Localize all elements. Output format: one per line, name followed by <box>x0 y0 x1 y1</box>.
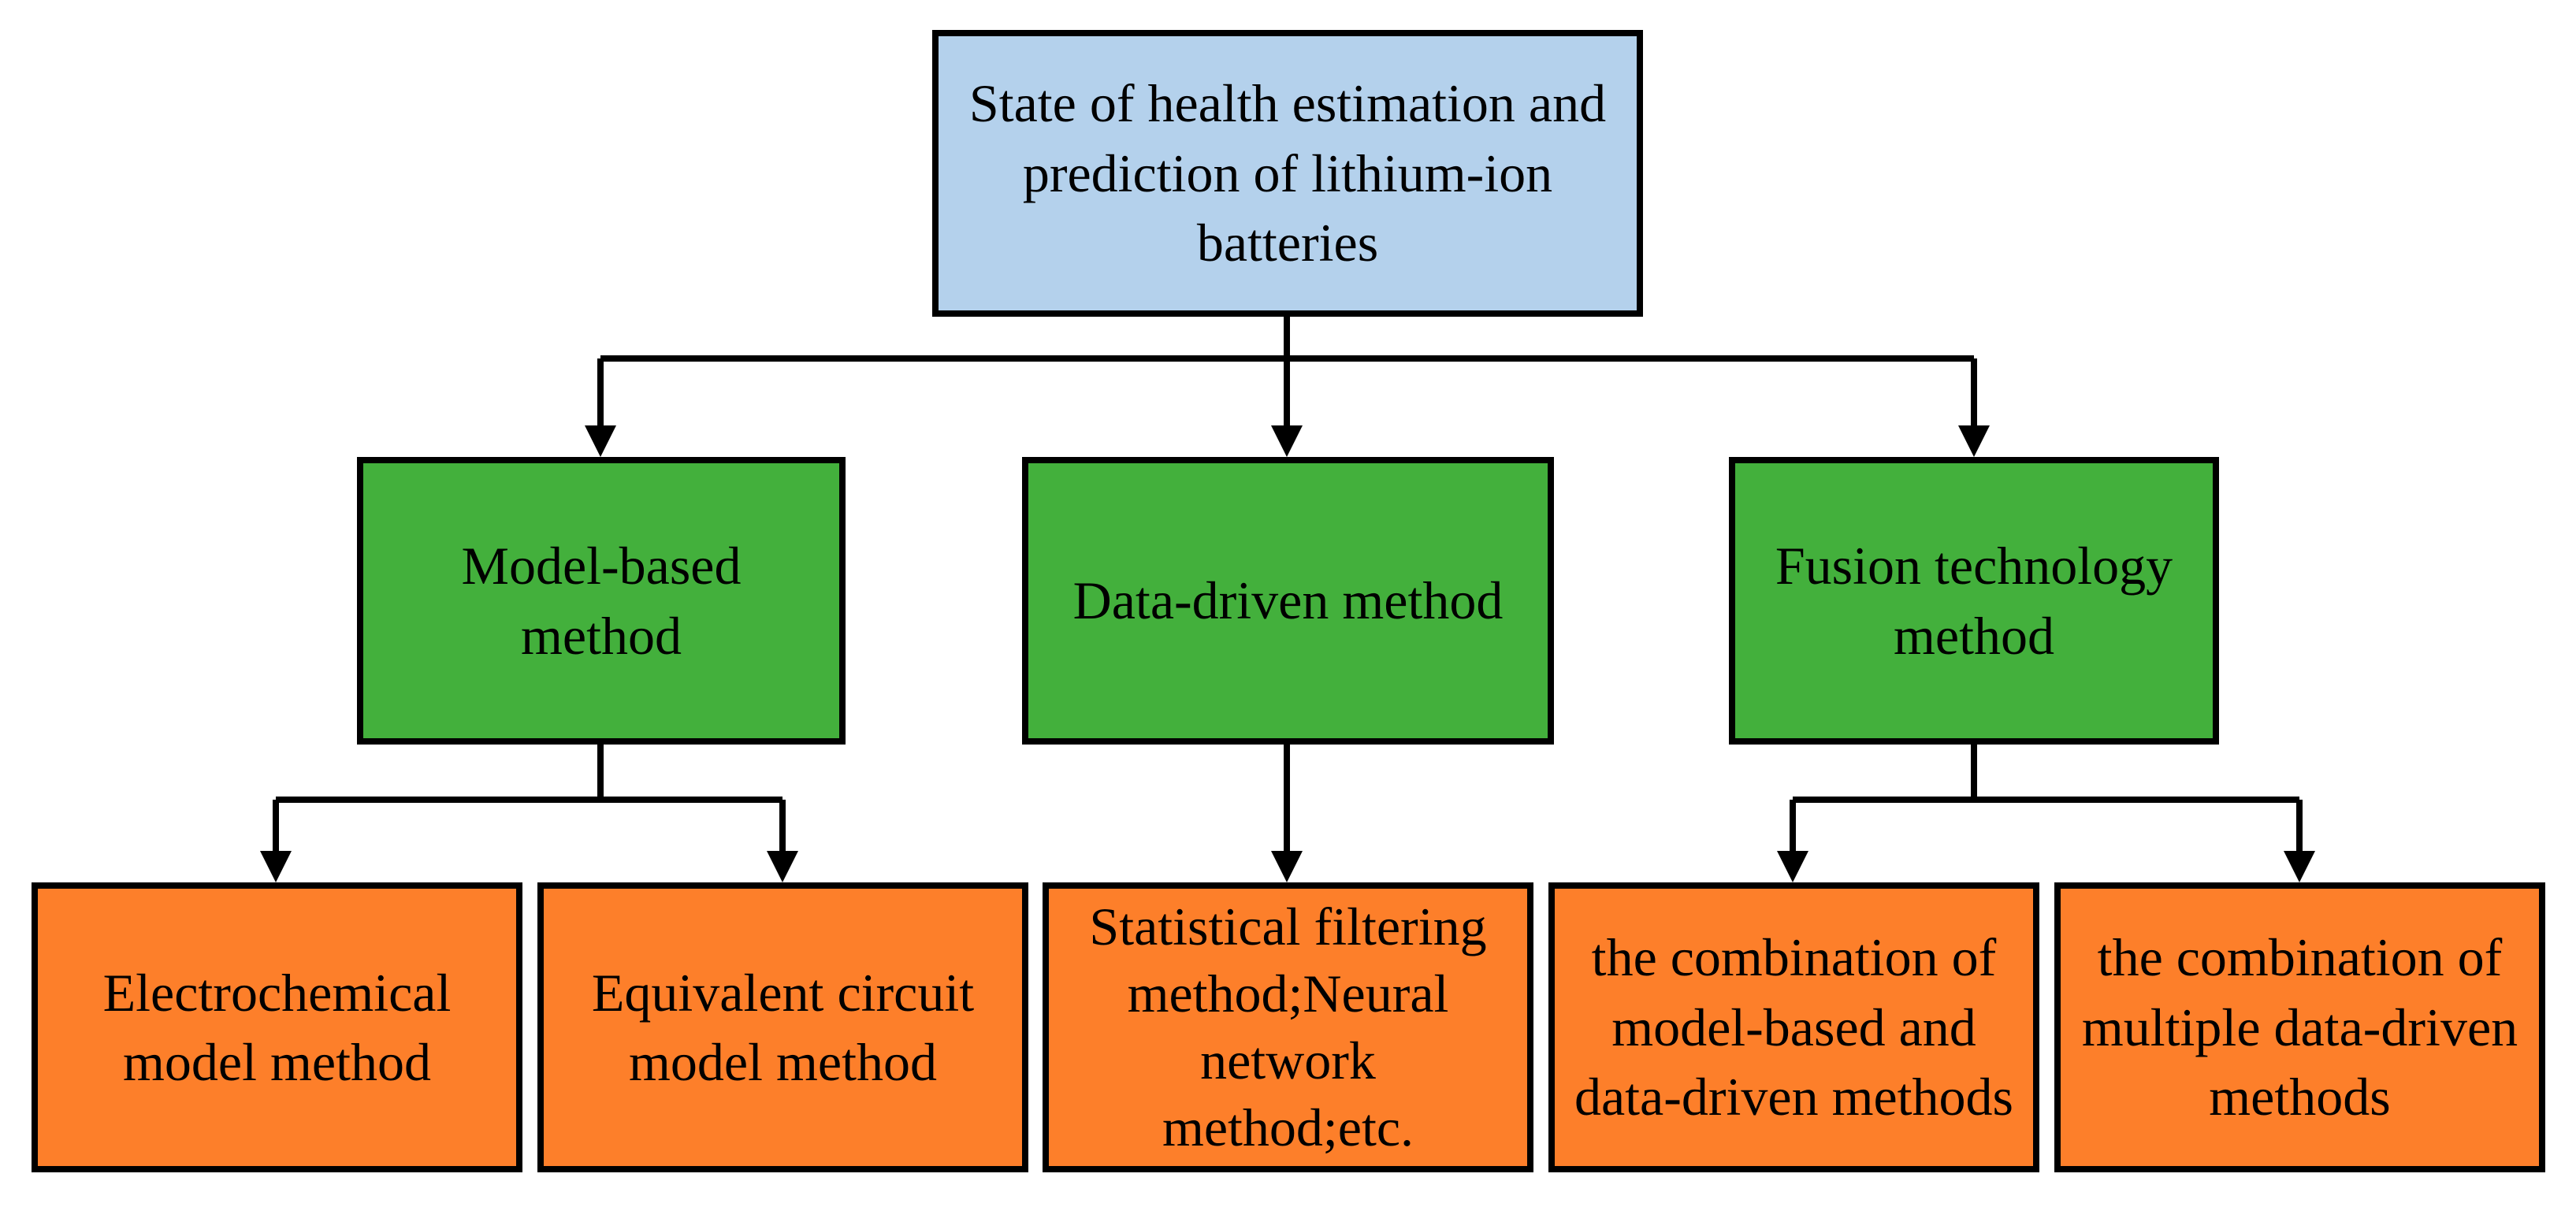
arrowhead-electrochemical <box>260 851 292 882</box>
combination-model-data-node: the combination of model-based and data-… <box>1548 882 2039 1172</box>
model-based-method-label: Model-based method <box>461 536 742 666</box>
arrowhead-fusion <box>1958 425 1990 457</box>
electrochemical-model-node: Electrochemical model method <box>32 882 522 1172</box>
statistical-filtering-label: Statistical filtering method;Neural netw… <box>1089 897 1487 1157</box>
fusion-technology-method-node: Fusion technology method <box>1729 457 2219 745</box>
arrowhead-data-driven <box>1271 425 1303 457</box>
combination-multiple-data-node: the combination of multiple data-driven … <box>2054 882 2545 1172</box>
model-based-connectors <box>273 745 786 859</box>
arrowhead-combination-multiple <box>2284 851 2315 882</box>
electrochemical-model-label: Electrochemical model method <box>102 962 452 1092</box>
statistical-filtering-node: Statistical filtering method;Neural netw… <box>1043 882 1533 1172</box>
combination-model-data-label: the combination of model-based and data-… <box>1574 927 2014 1127</box>
root-connectors <box>597 315 1977 433</box>
arrowhead-equivalent-circuit <box>767 851 798 882</box>
equivalent-circuit-model-node: Equivalent circuit model method <box>537 882 1028 1172</box>
fusion-connectors <box>1790 745 2303 859</box>
arrowhead-statistical <box>1271 851 1303 882</box>
root-node: State of health estimation and predictio… <box>932 30 1643 317</box>
arrowhead-combination-model-data <box>1777 851 1808 882</box>
root-label: State of health estimation and predictio… <box>968 73 1607 273</box>
arrowhead-model-based <box>585 425 616 457</box>
combination-multiple-data-label: the combination of multiple data-driven … <box>2081 927 2518 1127</box>
fusion-technology-method-label: Fusion technology method <box>1775 536 2173 666</box>
data-driven-method-node: Data-driven method <box>1022 457 1554 745</box>
equivalent-circuit-model-label: Equivalent circuit model method <box>591 962 975 1092</box>
model-based-method-node: Model-based method <box>357 457 846 745</box>
data-driven-method-label: Data-driven method <box>1072 570 1504 631</box>
